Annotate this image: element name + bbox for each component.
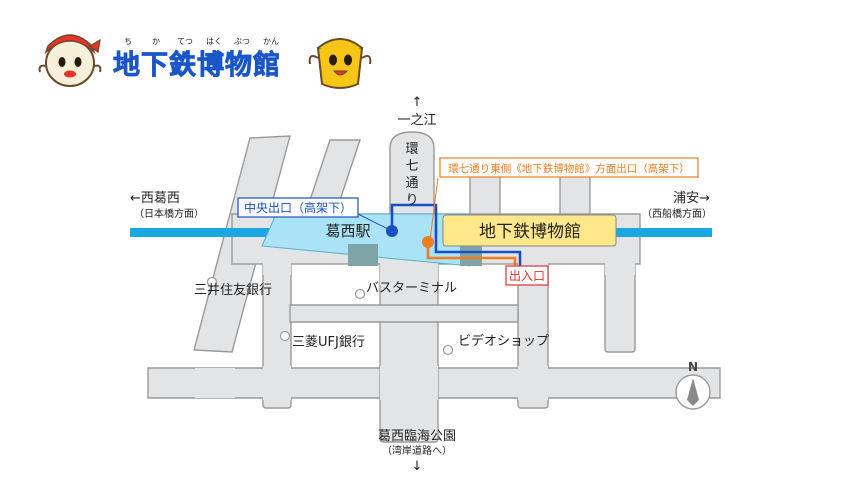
entrance-callout	[505, 265, 549, 286]
east-exit-label: 環七通り東側《地下鉄博物館》方面出口（高架下）	[448, 162, 690, 175]
station-stairs-right	[460, 244, 482, 266]
east-exit-marker	[422, 236, 434, 248]
landmark-dot-icon	[354, 288, 366, 300]
east-exit-leader	[429, 177, 439, 241]
road-junction-fill-4	[605, 255, 635, 275]
museum-label: 地下鉄博物館	[479, 222, 581, 242]
landmark-video-label: ビデオショップ	[458, 333, 549, 349]
landmark-mitsui-label: 三井住友銀行	[194, 282, 272, 298]
south-arrow: ↓	[412, 459, 423, 474]
mascot-right-icon	[308, 38, 372, 89]
ruby-6: かん	[263, 37, 279, 46]
road-label-char-3: 通	[405, 176, 418, 191]
ruby-5: ぶつ	[234, 37, 250, 46]
central-exit-marker	[386, 225, 398, 237]
east-exit-callout	[439, 157, 699, 178]
north-arrow: ↑	[412, 95, 423, 110]
landmark-mufg-label: 三菱UFJ銀行	[292, 335, 365, 350]
compass-icon: N	[675, 360, 711, 410]
page-title: 地下鉄博物館	[113, 49, 281, 81]
mascot-left-icon	[38, 34, 102, 87]
station-stairs-left	[348, 244, 378, 266]
route-central-exit	[390, 203, 522, 276]
east-destination-sub: （西船橋方面）	[642, 207, 712, 220]
road-junction-fill-6	[263, 366, 291, 400]
landmark-mufg: 三菱UFJ銀行	[279, 330, 365, 350]
north-destination: 一之江	[397, 113, 436, 128]
south-destination: 葛西臨海公園	[378, 429, 456, 444]
entrance-label: 出入口	[509, 269, 545, 283]
central-exit-callout	[237, 197, 359, 218]
west-destination-sub: （日本橋方面）	[134, 207, 204, 220]
central-exit-label: 中央出口（高架下）	[244, 200, 352, 215]
landmark-dot-icon	[279, 330, 291, 342]
route-east-exit	[426, 242, 517, 272]
road-label-char-1: 環	[405, 142, 418, 157]
ruby-3: てつ	[177, 37, 193, 46]
landmark-bus-label: バスターミナル	[366, 281, 457, 296]
road-label-kanshichi: 環 七 通 り	[405, 142, 418, 208]
road-junction-fill-7	[380, 366, 438, 400]
west-destination: ←西葛西	[130, 191, 180, 206]
ruby-2: か	[152, 37, 160, 46]
title-ruby: ち か てつ はく ぶつ かん	[124, 37, 279, 46]
station-name: 葛西駅	[325, 222, 370, 240]
road-horizontal-mid	[289, 304, 519, 323]
road-junction-fill-8	[518, 366, 548, 400]
landmark-video: ビデオショップ	[442, 333, 549, 356]
ruby-1: ち	[124, 37, 132, 46]
road-label-char-2: 七	[405, 159, 418, 174]
landmark-dot-icon	[442, 344, 454, 356]
header: ち か てつ はく ぶつ かん 地下鉄博物館	[38, 34, 372, 89]
landmark-mitsui: 三井住友銀行	[194, 276, 272, 298]
south-destination-sub: （湾岸道路へ）	[382, 444, 452, 457]
road-far-east-vertical	[604, 261, 636, 353]
museum-building[interactable]	[442, 214, 617, 247]
east-destination: 浦安→	[673, 191, 710, 206]
road-label-char-4: り	[405, 193, 418, 208]
compass-label: N	[688, 360, 698, 374]
central-exit-leader	[355, 212, 391, 231]
road-junction-fill-2	[263, 255, 291, 275]
landmark-dot-icon	[206, 276, 218, 288]
ruby-4: はく	[206, 37, 222, 46]
landmark-bus: バスターミナル	[354, 281, 457, 300]
road-junction-fill-5	[195, 368, 235, 398]
road-nw-stub	[309, 139, 361, 201]
